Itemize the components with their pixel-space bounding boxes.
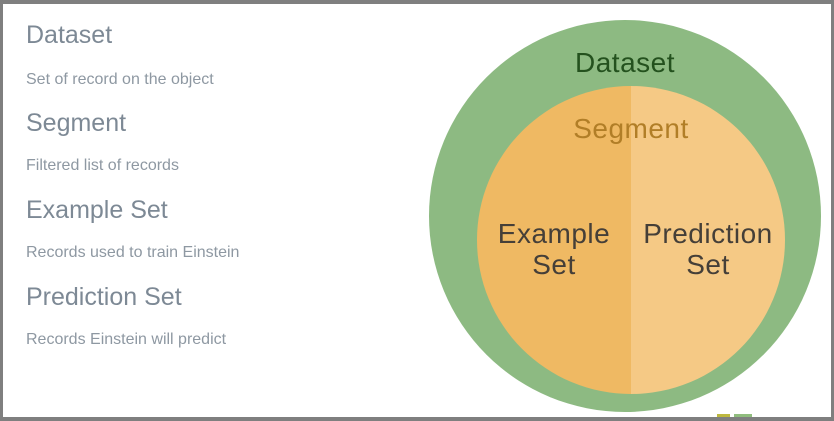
term-heading-segment: Segment [26, 109, 127, 137]
term-heading-prediction-set: Prediction Set [26, 283, 182, 311]
segment-circle [477, 86, 785, 394]
term-heading-example-set: Example Set [26, 196, 168, 224]
venn-diagram: Dataset Segment Example Set Prediction S… [3, 4, 831, 417]
cropped-artifact-yellow [717, 414, 730, 417]
example-set-label: Example Set [497, 218, 611, 280]
dataset-circle-label: Dataset [575, 47, 675, 78]
term-description-segment: Filtered list of records [26, 157, 179, 174]
term-description-example-set: Records used to train Einstein [26, 244, 240, 261]
term-description-dataset: Set of record on the object [26, 71, 214, 88]
cropped-artifact-green [734, 414, 752, 417]
segment-circle-label: Segment [573, 113, 689, 144]
term-heading-dataset: Dataset [26, 21, 113, 49]
prediction-set-label: Prediction Set [643, 218, 773, 280]
term-description-prediction-set: Records Einstein will predict [26, 331, 227, 348]
